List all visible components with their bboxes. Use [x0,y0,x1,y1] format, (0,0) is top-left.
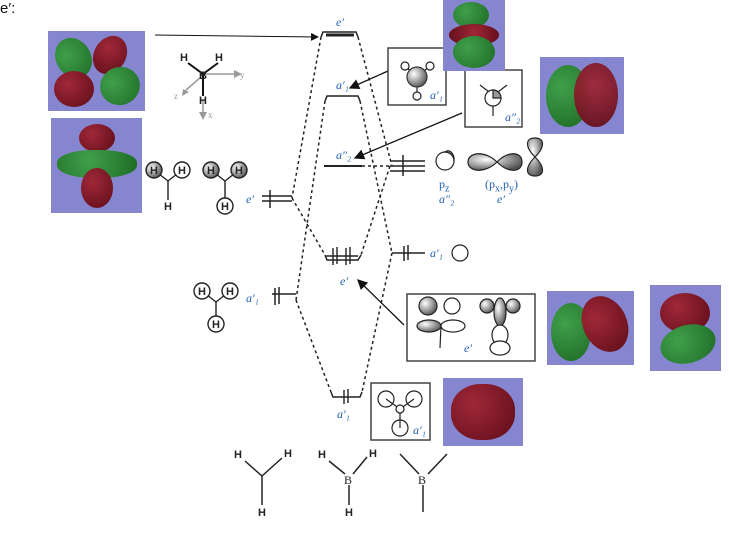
svg-text:y: y [240,70,245,80]
box-a1-lower-label: a′₁ [413,423,426,437]
bottom-structures [244,453,448,512]
label-a1-lower: a′₁ [337,407,350,421]
level-a1-upper [324,95,361,102]
label-e-lower: e′ [340,274,348,288]
svg-text:B: B [199,70,207,82]
label-e-upper: e′ [336,15,344,29]
box-a2-label: a″₂ [505,110,521,124]
box-a1-lower [370,382,431,441]
svg-text:H: H [212,319,220,331]
level-e-upper-bracket [320,31,359,38]
svg-text:H: H [215,52,223,64]
pz-sym: a″₂ [439,192,455,206]
ligand-fragments [145,161,248,333]
svg-text:H: H [226,286,234,298]
label-a1-upper: a′₁ [336,78,349,92]
arrow-a1-box [348,70,389,90]
svg-text:z: z [174,91,178,101]
box-e [406,293,536,362]
title-e-prime: e′: [0,0,16,17]
arrow-e-box [357,279,405,326]
label-a2: a″₂ [336,148,352,162]
svg-text:H: H [180,52,188,64]
svg-text:H: H [164,201,172,213]
s-sym: a′₁ [430,246,443,260]
mo-image-a2 [443,0,505,71]
svg-text:H: H [284,448,292,460]
svg-text:H: H [178,165,186,177]
mo-image-e-lower-2 [650,285,721,371]
svg-text:H: H [207,165,215,177]
boron-orbitals [435,137,544,262]
pz-label: pz [439,177,450,195]
svg-text:H: H [235,165,243,177]
ligand-e-label: e′ [246,192,254,206]
pxpy-label: (px,py) [485,177,518,195]
box-a1-upper-label: a′₁ [430,88,443,102]
svg-text:H: H [258,507,266,519]
arrow-a2-box [353,112,463,160]
box-a1-upper [387,47,447,106]
svg-text:B: B [344,473,352,487]
svg-text:H: H [198,286,206,298]
svg-text:H: H [234,449,242,461]
level-e-lower-bracket [324,254,362,261]
pxpy-sym: e′ [497,192,505,206]
svg-text:H: H [221,201,229,213]
mo-image-e-lower-1 [547,291,634,365]
svg-text:H: H [150,165,158,177]
mo-image-e-prime-1 [48,31,145,111]
svg-text:H: H [345,507,353,519]
svg-text:x: x [208,110,213,120]
mo-image-e-prime-2 [51,118,142,213]
svg-text:H: H [199,95,207,107]
ligand-a1-label: a′₁ [246,291,259,305]
svg-text:B: B [418,473,426,487]
mo-image-a1-lower [443,378,523,446]
correlation-lines [291,36,393,393]
box-e-label: e′ [464,341,472,355]
level-a1-lower [330,391,363,398]
svg-text:H: H [369,448,377,460]
mo-image-pz [540,57,624,134]
pointer-arrow [154,32,319,41]
svg-text:H: H [318,449,326,461]
